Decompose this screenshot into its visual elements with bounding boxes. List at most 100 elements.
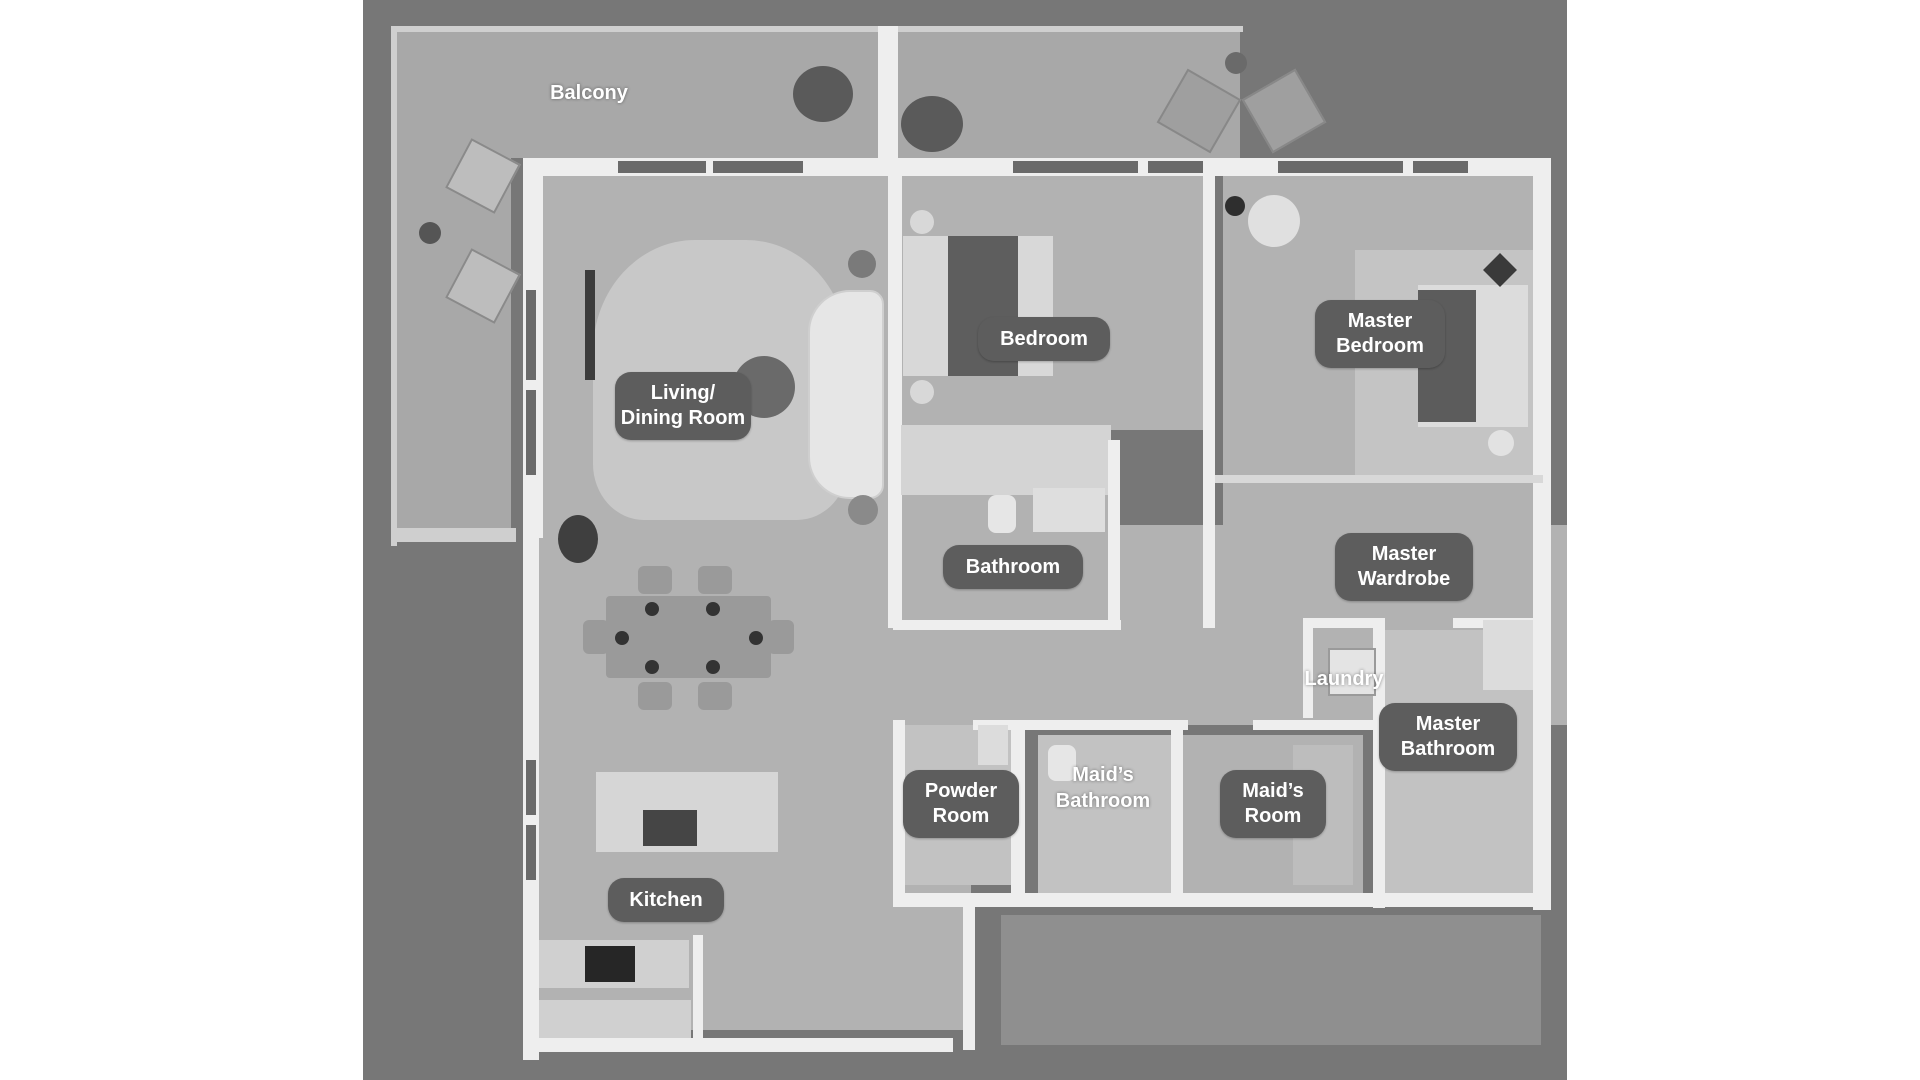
balcony-plant-1: [793, 66, 853, 122]
label-line: Room: [1244, 805, 1302, 827]
balcony-wall-top: [391, 26, 1243, 32]
maids-bath-toilet: [1048, 745, 1076, 781]
wall-laundry-top: [1303, 618, 1383, 628]
wall-service-top: [893, 720, 905, 905]
label-line: Bathroom: [1055, 790, 1151, 812]
kitchen-sink: [643, 810, 697, 846]
balcony-wall-left: [391, 26, 397, 546]
living-sofa: [808, 290, 884, 499]
label-line: Dining Room: [620, 407, 746, 429]
laundry-machine: [1328, 648, 1376, 696]
label-line: Bedroom: [1000, 327, 1088, 350]
label-line: Master: [1415, 713, 1481, 735]
wall-bathroom-bottom: [893, 620, 1121, 630]
wall-kitchen-bottom: [523, 1038, 953, 1052]
window-left-1: [526, 290, 536, 380]
label-line: Powder: [924, 780, 998, 802]
label-line: Living/: [650, 382, 716, 404]
label-master-bathroom: Master Bathroom: [1379, 703, 1517, 771]
label-line: Master: [1347, 310, 1413, 332]
powder-vanity: [978, 725, 1008, 765]
living-pouf: [848, 495, 878, 525]
wall-kitchen-step: [693, 935, 703, 1040]
window-left-4: [526, 825, 536, 880]
label-bathroom: Bathroom: [943, 545, 1083, 589]
wall-bedroom-master: [1203, 158, 1215, 628]
balcony-left-floor: [393, 150, 511, 540]
balcony-divider: [878, 26, 898, 158]
plate: [645, 660, 659, 674]
wall-maidroom-top: [1253, 720, 1383, 730]
wall-maidbath-maidroom: [1171, 725, 1183, 905]
label-line: Room: [932, 805, 990, 827]
living-plant: [558, 515, 598, 563]
label-line: Bedroom: [1336, 335, 1424, 357]
wall-kitchen-right: [963, 900, 975, 1050]
label-line: Bathroom: [965, 555, 1061, 578]
wall-master-bath-left: [1373, 618, 1385, 908]
wall-service-bottom: [893, 893, 1551, 907]
balcony-plant-2: [901, 96, 963, 152]
plate: [706, 660, 720, 674]
master-nightstand-2: [1488, 430, 1514, 456]
window-left-3: [526, 760, 536, 815]
label-line: Bathroom: [1400, 738, 1496, 760]
wall-master-bottom: [1215, 475, 1543, 483]
label-maids-bathroom: Maid’s Bathroom: [1038, 762, 1168, 814]
balcony-wall-bottom: [391, 528, 516, 542]
bathroom-vanity: [1033, 488, 1105, 532]
kitchen-stove: [585, 946, 635, 982]
bedroom-nightstand: [910, 210, 934, 234]
master-armchair: [1248, 195, 1300, 247]
label-laundry: Laundry: [1304, 668, 1384, 690]
label-line: Master: [1371, 543, 1437, 565]
plate: [615, 631, 629, 645]
master-bath-vanity: [1483, 620, 1533, 690]
plate: [749, 631, 763, 645]
wall-living-bedroom: [888, 158, 902, 628]
window-2: [713, 161, 803, 173]
label-kitchen: Kitchen: [608, 878, 724, 922]
window-3: [1013, 161, 1138, 173]
window-4: [1148, 161, 1203, 173]
bathroom-toilet: [988, 495, 1016, 533]
label-maids-room: Maid’s Room: [1220, 770, 1326, 838]
label-living-dining-room: Living/ Dining Room: [615, 372, 751, 440]
window-5: [1278, 161, 1403, 173]
dining-chair: [638, 682, 672, 710]
wall-laundry-left: [1303, 618, 1313, 718]
label-line: Maid’s: [1242, 780, 1304, 802]
dining-chair: [698, 566, 732, 594]
label-powder-room: Powder Room: [903, 770, 1019, 838]
dining-chair: [698, 682, 732, 710]
label-balcony: Balcony: [550, 82, 628, 104]
living-side-table: [848, 250, 876, 278]
wall-bedroom-bottom: [901, 425, 1111, 495]
label-line: Maid’s: [1072, 764, 1134, 786]
dining-chair: [638, 566, 672, 594]
dining-chair: [768, 620, 794, 654]
wall-service-top-2: [973, 720, 1188, 730]
plate: [645, 602, 659, 616]
terrace-deck: [1001, 915, 1541, 1045]
label-master-wardrobe: Master Wardrobe: [1335, 533, 1473, 601]
dining-chair: [583, 620, 609, 654]
window-1: [618, 161, 706, 173]
master-lamp: [1225, 196, 1245, 216]
balcony-lounger-2: [1241, 68, 1327, 154]
wall-right: [1533, 158, 1551, 910]
window-left-2: [526, 390, 536, 475]
wall-bathroom-right: [1108, 440, 1120, 630]
floor-plan: Balcony Living/ Dining Room Bedroom Bath…: [363, 0, 1567, 1080]
label-master-bedroom: Master Bedroom: [1315, 300, 1445, 368]
dining-table: [606, 596, 771, 678]
balcony-side-table-2: [1225, 52, 1247, 74]
label-line: Kitchen: [629, 888, 703, 911]
plate: [706, 602, 720, 616]
tv-console: [585, 270, 595, 380]
bedroom-nightstand: [910, 380, 934, 404]
kitchen-counter-bottom: [539, 1000, 691, 1038]
label-bedroom: Bedroom: [978, 317, 1110, 361]
label-line: Wardrobe: [1357, 568, 1451, 590]
window-6: [1413, 161, 1468, 173]
